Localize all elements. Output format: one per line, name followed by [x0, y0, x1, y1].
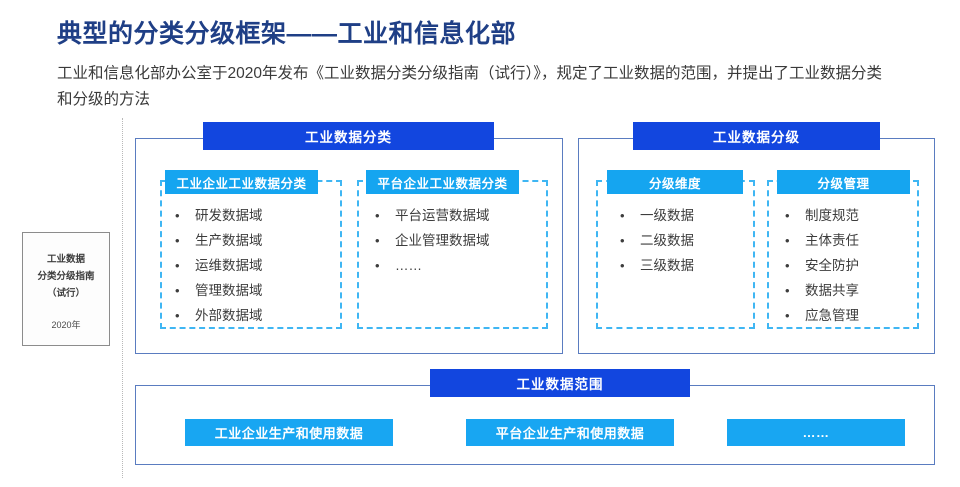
list-item: • …… — [375, 253, 490, 278]
list-item-label: 研发数据域 — [195, 208, 263, 223]
list-item-label: 外部数据域 — [195, 308, 263, 323]
list-item-label: 管理数据域 — [195, 283, 263, 298]
list-item: • 生产数据域 — [175, 228, 263, 253]
list-item-label: 应急管理 — [805, 308, 859, 323]
group-industrial-enterprise-title: 工业企业工业数据分类 — [176, 176, 307, 191]
list-item: • 制度规范 — [785, 203, 859, 228]
scope-chip-label: …… — [802, 425, 830, 440]
bullet-icon: • — [785, 283, 790, 298]
group-grading-dimension-header: 分级维度 — [607, 170, 743, 194]
list-item: • 主体责任 — [785, 228, 859, 253]
list-item-label: 安全防护 — [805, 258, 859, 273]
bullet-icon: • — [375, 258, 380, 273]
scope-chip-more[interactable]: …… — [727, 419, 905, 446]
list-item: • 外部数据域 — [175, 303, 263, 328]
bullet-icon: • — [785, 308, 790, 323]
doc-title-line-2: 分类分级指南 — [37, 271, 95, 282]
list-item: • 应急管理 — [785, 303, 859, 328]
list-item: • 研发数据域 — [175, 203, 263, 228]
bullet-icon: • — [785, 233, 790, 248]
list-item-label: …… — [395, 258, 422, 273]
list-item-label: 二级数据 — [640, 233, 694, 248]
bullet-icon: • — [785, 208, 790, 223]
bullet-icon: • — [620, 233, 625, 248]
list-item-label: 制度规范 — [805, 208, 859, 223]
page-title: 典型的分类分级框架——工业和信息化部 — [57, 20, 517, 48]
page-subtitle: 工业和信息化部办公室于2020年发布《工业数据分类分级指南（试行）》，规定了工业… — [57, 65, 882, 108]
list-item-label: 三级数据 — [640, 258, 694, 273]
group-grading-management-header: 分级管理 — [777, 170, 910, 194]
list-item-label: 数据共享 — [805, 283, 859, 298]
list-platform-enterprise-domains: • 平台运营数据域 • 企业管理数据域 • …… — [375, 203, 490, 278]
bullet-icon: • — [175, 258, 180, 273]
group-platform-enterprise-header: 平台企业工业数据分类 — [366, 170, 519, 194]
scope-chip-label: 工业企业生产和使用数据 — [214, 426, 364, 441]
list-item: • 企业管理数据域 — [375, 228, 490, 253]
doc-title-line-1: 工业数据 — [46, 254, 85, 265]
bullet-icon: • — [620, 258, 625, 273]
group-grading-management-title: 分级管理 — [817, 176, 870, 191]
list-item: • 平台运营数据域 — [375, 203, 490, 228]
list-item-label: 运维数据域 — [195, 258, 263, 273]
list-item-label: 企业管理数据域 — [395, 233, 490, 248]
group-platform-enterprise-title: 平台企业工业数据分类 — [377, 176, 508, 191]
list-item-label: 生产数据域 — [195, 233, 263, 248]
list-item: • 安全防护 — [785, 253, 859, 278]
panel-grading-title: 工业数据分级 — [713, 130, 800, 145]
list-item: • 一级数据 — [620, 203, 694, 228]
list-item: • 三级数据 — [620, 253, 694, 278]
list-item-label: 主体责任 — [805, 233, 859, 248]
bullet-icon: • — [375, 208, 380, 223]
list-item: • 二级数据 — [620, 228, 694, 253]
list-item: • 运维数据域 — [175, 253, 263, 278]
bullet-icon: • — [785, 258, 790, 273]
group-grading-dimension-title: 分级维度 — [648, 176, 701, 191]
panel-classification-header: 工业数据分类 — [203, 122, 494, 150]
panel-grading-header: 工业数据分级 — [633, 122, 880, 150]
bullet-icon: • — [175, 308, 180, 323]
bullet-icon: • — [175, 233, 180, 248]
bullet-icon: • — [375, 233, 380, 248]
panel-scope-title: 工业数据范围 — [516, 377, 604, 392]
group-industrial-enterprise-header: 工业企业工业数据分类 — [165, 170, 318, 194]
list-item-label: 平台运营数据域 — [395, 208, 490, 223]
scope-chip-industrial-enterprise[interactable]: 工业企业生产和使用数据 — [185, 419, 393, 446]
bullet-icon: • — [175, 208, 180, 223]
panel-classification-title: 工业数据分类 — [305, 130, 392, 145]
list-grading-levels: • 一级数据 • 二级数据 • 三级数据 — [620, 203, 694, 278]
bullet-icon: • — [620, 208, 625, 223]
panel-scope-header: 工业数据范围 — [430, 369, 690, 397]
list-item: • 数据共享 — [785, 278, 859, 303]
list-item-label: 一级数据 — [640, 208, 694, 223]
doc-year: 2020年 — [51, 320, 81, 330]
list-item: • 管理数据域 — [175, 278, 263, 303]
vertical-dotted-divider — [122, 118, 123, 478]
scope-chip-label: 平台企业生产和使用数据 — [495, 426, 645, 441]
scope-chip-platform-enterprise[interactable]: 平台企业生产和使用数据 — [466, 419, 674, 446]
doc-title-line-3: （试行） — [46, 288, 85, 299]
list-industrial-enterprise-domains: • 研发数据域 • 生产数据域 • 运维数据域 • 管理数据域 • 外部数据域 — [175, 203, 263, 328]
bullet-icon: • — [175, 283, 180, 298]
list-grading-management-items: • 制度规范 • 主体责任 • 安全防护 • 数据共享 • 应急管理 — [785, 203, 859, 328]
source-document-card: 工业数据 分类分级指南 （试行） 2020年 — [22, 232, 110, 346]
